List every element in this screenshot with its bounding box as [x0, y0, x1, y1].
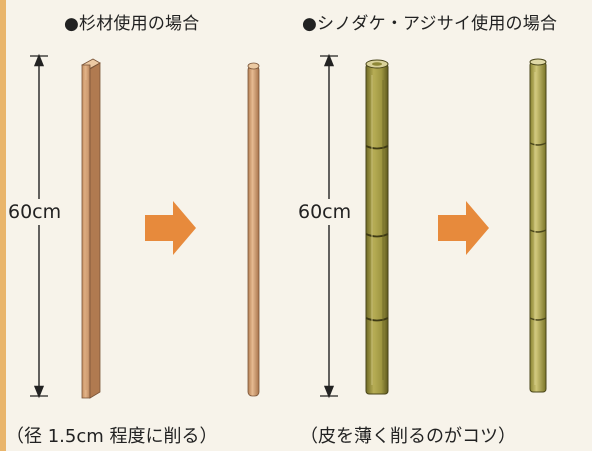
caption-bamboo: （皮を薄く削るのがコツ）: [300, 426, 516, 447]
right-arrow-icon: [145, 201, 196, 255]
bamboo-stick-peeled: [529, 58, 547, 393]
dimension-label-bamboo: 60cm: [296, 199, 354, 225]
heading-cedar: ●杉材使用の場合: [64, 14, 200, 34]
cedar-square-stick: [81, 58, 101, 399]
right-arrow-icon: [438, 201, 489, 255]
cedar-round-stick: [247, 62, 260, 397]
heading-bamboo: ●シノダケ・アジサイ使用の場合: [302, 14, 558, 34]
caption-cedar: （径 1.5cm 程度に削る）: [6, 426, 218, 447]
bamboo-stick-raw: [365, 59, 389, 395]
dimension-label-cedar: 60cm: [6, 199, 64, 225]
edge-strip: [0, 0, 6, 451]
